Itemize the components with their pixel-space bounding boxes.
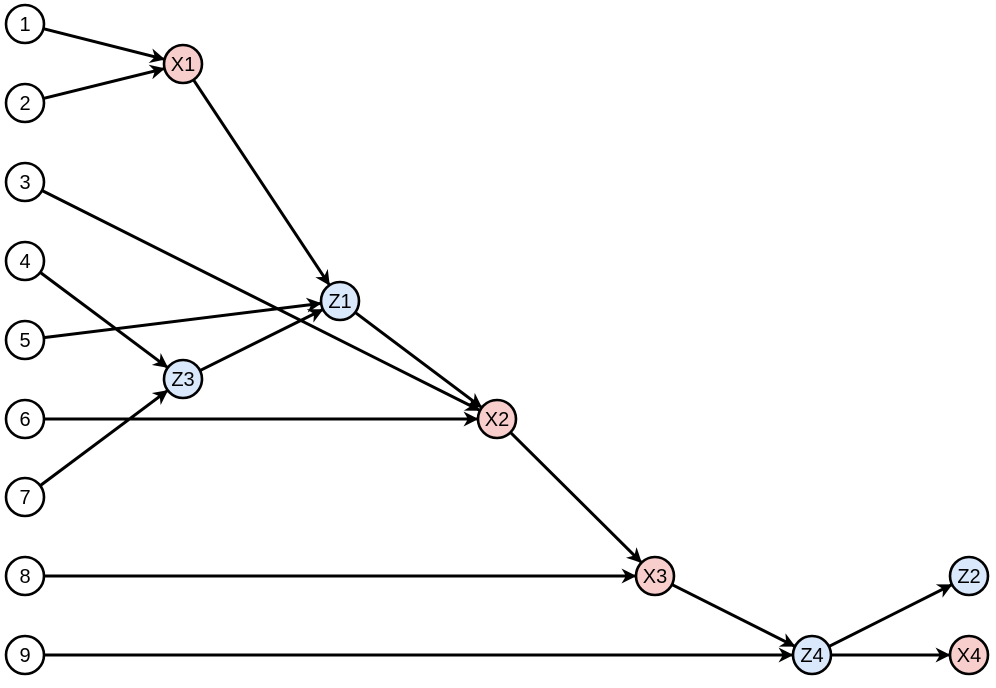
node-label: 6 <box>19 409 30 431</box>
node-label: 2 <box>19 93 30 115</box>
edge-n1-to-x1 <box>43 27 166 64</box>
edges-layer <box>39 27 953 663</box>
edge-n3-to-x2 <box>41 189 481 412</box>
node-circle <box>4 398 46 440</box>
node-label: Z1 <box>328 291 351 313</box>
node-circle <box>162 358 204 400</box>
node-label: X4 <box>957 645 981 667</box>
node-label: 1 <box>19 14 30 36</box>
node-x2: X2 <box>476 398 518 440</box>
node-circle <box>634 555 676 597</box>
node-label: 3 <box>19 172 30 194</box>
node-circle <box>319 280 361 322</box>
node-n6: 6 <box>4 398 46 440</box>
node-label: 8 <box>19 566 30 588</box>
node-n2: 2 <box>4 82 46 124</box>
edge-n2-to-x1 <box>43 64 166 100</box>
node-label: Z3 <box>171 369 194 391</box>
edge-n5-to-z1 <box>43 297 322 340</box>
node-label: Z4 <box>800 645 823 667</box>
node-circle <box>4 3 46 45</box>
node-z4: Z4 <box>791 634 833 676</box>
edge-z4-to-z2 <box>828 583 953 648</box>
node-label: 9 <box>19 645 30 667</box>
edge-x3-to-z4 <box>671 583 796 648</box>
node-circle <box>4 319 46 361</box>
node-label: X1 <box>171 54 195 76</box>
node-z2: Z2 <box>948 555 990 597</box>
edge-n7-to-z3 <box>39 389 169 487</box>
node-label: 5 <box>19 330 30 352</box>
node-n8: 8 <box>4 555 46 597</box>
node-n4: 4 <box>4 240 46 282</box>
edge-z1-to-x2 <box>354 311 483 409</box>
node-circle <box>162 43 204 85</box>
node-n5: 5 <box>4 319 46 361</box>
node-circle <box>4 161 46 203</box>
node-x1: X1 <box>162 43 204 85</box>
node-circle <box>4 634 46 676</box>
node-circle <box>4 476 46 518</box>
node-x4: X4 <box>948 634 990 676</box>
node-label: Z2 <box>957 566 980 588</box>
node-label: X2 <box>485 409 509 431</box>
node-circle <box>948 555 990 597</box>
node-label: 4 <box>19 251 30 273</box>
node-label: X3 <box>643 566 667 588</box>
node-circle <box>476 398 518 440</box>
node-z1: Z1 <box>319 280 361 322</box>
node-x3: X3 <box>634 555 676 597</box>
node-circle <box>4 240 46 282</box>
node-circle <box>791 634 833 676</box>
edge-x1-to-z1 <box>192 79 331 286</box>
edge-z3-to-z1 <box>199 308 324 372</box>
node-n9: 9 <box>4 634 46 676</box>
node-n1: 1 <box>4 3 46 45</box>
node-n7: 7 <box>4 476 46 518</box>
node-label: 7 <box>19 487 30 509</box>
node-z3: Z3 <box>162 358 204 400</box>
node-circle <box>4 555 46 597</box>
node-circle <box>948 634 990 676</box>
edge-x2-to-x3 <box>509 431 642 563</box>
edge-n4-to-z3 <box>39 271 169 369</box>
node-circle <box>4 82 46 124</box>
node-n3: 3 <box>4 161 46 203</box>
